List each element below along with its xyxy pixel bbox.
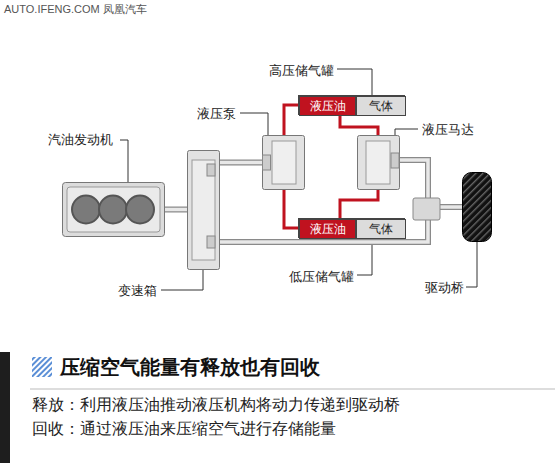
oil-line (340, 115, 378, 135)
oil-line (284, 190, 298, 228)
separator (30, 389, 555, 390)
pump-box: 液压泵 (262, 135, 305, 190)
part-label: 汽油发动机 (48, 132, 113, 147)
part-label: 低压储气罐 (289, 269, 354, 284)
coupler-box (413, 198, 440, 220)
part-label: 变速箱 (118, 283, 157, 298)
tank-box: 低压储气罐液压油气体 (298, 218, 405, 238)
leader-lines (120, 69, 477, 290)
oil-section: 液压油 (299, 96, 356, 116)
section-text: 气体 (369, 222, 393, 236)
part-label: 液压泵 (197, 106, 236, 121)
gas-section: 气体 (356, 96, 406, 116)
motor-box: 液压马达 (357, 135, 400, 190)
section-text: 液压油 (310, 222, 346, 236)
section-text: 气体 (369, 99, 393, 113)
gearbox-box: 变速箱 (187, 150, 220, 270)
note-line: 回收：通过液压油来压缩空气进行存储能量 (32, 419, 336, 439)
note-line: 释放：利用液压油推动液压机构将动力传递到驱动桥 (32, 395, 400, 415)
oil-line (284, 105, 298, 135)
tank-box: 高压储气罐液压油气体 (298, 95, 405, 115)
oil-line (340, 190, 378, 218)
title-icon (32, 357, 52, 377)
part-label: 驱动桥 (425, 280, 464, 295)
title: 压缩空气能量有释放也有回收 (60, 355, 320, 379)
shaft (165, 209, 187, 210)
wheel-box: 驱动桥 (462, 172, 492, 242)
shaft (220, 162, 262, 163)
engine-box: 汽油发动机 (62, 182, 165, 237)
watermark: AUTO.IFENG.COM 凤凰汽车 (4, 3, 147, 16)
part-label: 液压马达 (422, 122, 474, 137)
side-band (0, 352, 10, 463)
oil-section: 液压油 (299, 219, 356, 239)
gas-section: 气体 (356, 219, 406, 239)
part-label: 高压储气罐 (269, 63, 334, 78)
section-text: 液压油 (310, 99, 346, 113)
